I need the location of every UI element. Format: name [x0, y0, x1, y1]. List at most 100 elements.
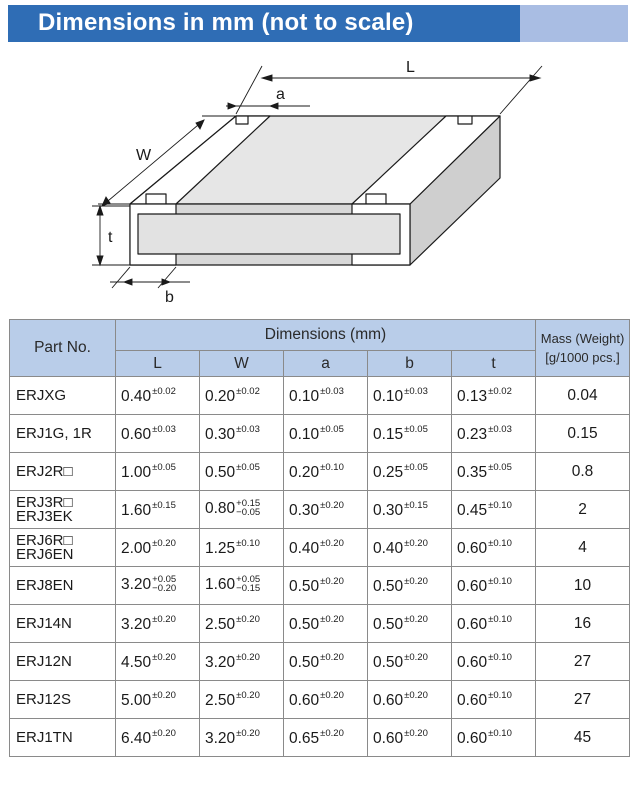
value-cell-a: 0.65±0.20 [283, 718, 368, 757]
part-number: ERJXG [16, 386, 67, 404]
tolerance: ±0.20 [152, 651, 176, 663]
nominal-value: 3.20 [121, 576, 152, 594]
nominal-value: 0.60 [121, 425, 152, 443]
mass-cell: 27 [535, 642, 631, 681]
value-cell-t: 0.60±0.10 [450, 642, 537, 681]
tolerance: ±0.20 [320, 651, 344, 663]
dim-label-a: a [276, 86, 285, 103]
nominal-value: 4.50 [121, 653, 152, 671]
mass-cell: 0.04 [535, 376, 631, 415]
chip-dimension-drawing: L a W t b [0, 44, 636, 314]
tolerance: ±0.20 [320, 727, 344, 739]
nominal-value: 0.60 [457, 615, 488, 633]
nominal-value: 0.25 [373, 463, 404, 481]
header-dimensions: Dimensions (mm) [114, 319, 537, 351]
value-cell-W: 0.20±0.02 [199, 376, 284, 415]
value-cell-b: 0.50±0.20 [367, 566, 452, 605]
tolerance: ±0.10 [488, 727, 512, 739]
value-cell-b: 0.30±0.15 [367, 490, 452, 529]
tolerance-lower: −0.05 [236, 507, 261, 519]
nominal-value: 1.60 [205, 576, 236, 594]
section-header: Dimensions in mm (not to scale) [8, 5, 628, 42]
nominal-value: 0.40 [121, 387, 152, 405]
tolerance-asymmetric: +0.05−0.15 [236, 575, 260, 594]
value-cell-t: 0.60±0.10 [450, 718, 537, 757]
tolerance: ±0.05 [320, 423, 344, 435]
part-number-cell: ERJ2R□ [9, 452, 116, 491]
value-cell-a: 0.50±0.20 [283, 566, 368, 605]
right-notch [365, 193, 387, 204]
part-number: ERJ6R□ [16, 531, 73, 549]
value-cell-W: 2.50±0.20 [199, 680, 284, 719]
nominal-value: 0.13 [457, 387, 488, 405]
tolerance: ±0.20 [404, 613, 428, 625]
nominal-value: 0.35 [457, 463, 488, 481]
mass-cell: 27 [535, 680, 631, 719]
header-mass-line1: Mass (Weight) [540, 331, 625, 346]
nominal-value: 0.80 [205, 500, 236, 518]
nominal-value: 0.20 [205, 387, 236, 405]
value-cell-a: 0.50±0.20 [283, 642, 368, 681]
dim-label-W: W [136, 147, 152, 164]
part-number: ERJ2R□ [16, 462, 73, 480]
nominal-value: 0.20 [289, 463, 320, 481]
dim-L-extension-left [235, 65, 263, 115]
tolerance: ±0.20 [152, 727, 176, 739]
part-number-cell: ERJ3R□ERJ3EK [9, 490, 116, 529]
header-part-no: Part No. [9, 319, 116, 377]
value-cell-t: 0.60±0.10 [450, 680, 537, 719]
value-cell-L: 5.00±0.20 [115, 680, 200, 719]
nominal-value: 1.25 [205, 539, 236, 557]
value-cell-t: 0.35±0.05 [450, 452, 537, 491]
tolerance: ±0.10 [488, 575, 512, 587]
nominal-value: 0.30 [205, 425, 236, 443]
tolerance: ±0.02 [236, 385, 260, 397]
nominal-value: 0.30 [289, 501, 320, 519]
tolerance: ±0.20 [236, 689, 260, 701]
header-col-t: t [450, 350, 537, 377]
nominal-value: 0.45 [457, 501, 488, 519]
value-cell-t: 0.45±0.10 [450, 490, 537, 529]
value-cell-L: 4.50±0.20 [115, 642, 200, 681]
header-col-b: b [367, 350, 452, 377]
tolerance: ±0.03 [236, 423, 260, 435]
dim-b-ext-left [111, 266, 131, 289]
tolerance: ±0.20 [404, 537, 428, 549]
tolerance: ±0.05 [236, 461, 260, 473]
part-number: ERJ12N [16, 652, 72, 670]
part-number-alt: ERJ6EN [16, 545, 74, 563]
tolerance: ±0.20 [404, 689, 428, 701]
tolerance: ±0.20 [320, 575, 344, 587]
value-cell-L: 3.20+0.05−0.20 [115, 566, 200, 605]
value-cell-W: 0.80+0.15−0.05 [199, 490, 284, 529]
mass-cell: 2 [535, 490, 631, 529]
part-number: ERJ14N [16, 614, 72, 632]
nominal-value: 0.60 [373, 691, 404, 709]
nominal-value: 3.20 [121, 615, 152, 633]
section-title: Dimensions in mm (not to scale) [38, 9, 414, 36]
part-number-cell: ERJXG [9, 376, 116, 415]
value-cell-L: 3.20±0.20 [115, 604, 200, 643]
nominal-value: 0.30 [373, 501, 404, 519]
value-cell-b: 0.50±0.20 [367, 604, 452, 643]
dim-W-line [101, 119, 205, 207]
tolerance: ±0.20 [320, 613, 344, 625]
dimensions-table: Part No. Dimensions (mm) Mass (Weight) [… [9, 319, 631, 757]
nominal-value: 0.40 [373, 539, 404, 557]
tolerance: ±0.05 [152, 461, 176, 473]
header-col-W: W [199, 350, 284, 377]
nominal-value: 2.50 [205, 691, 236, 709]
header-col-a: a [283, 350, 368, 377]
nominal-value: 0.60 [289, 691, 320, 709]
nominal-value: 0.10 [289, 425, 320, 443]
value-cell-L: 0.60±0.03 [115, 414, 200, 453]
nominal-value: 3.20 [205, 729, 236, 747]
nominal-value: 0.23 [457, 425, 488, 443]
value-cell-b: 0.10±0.03 [367, 376, 452, 415]
nominal-value: 0.50 [289, 577, 320, 595]
